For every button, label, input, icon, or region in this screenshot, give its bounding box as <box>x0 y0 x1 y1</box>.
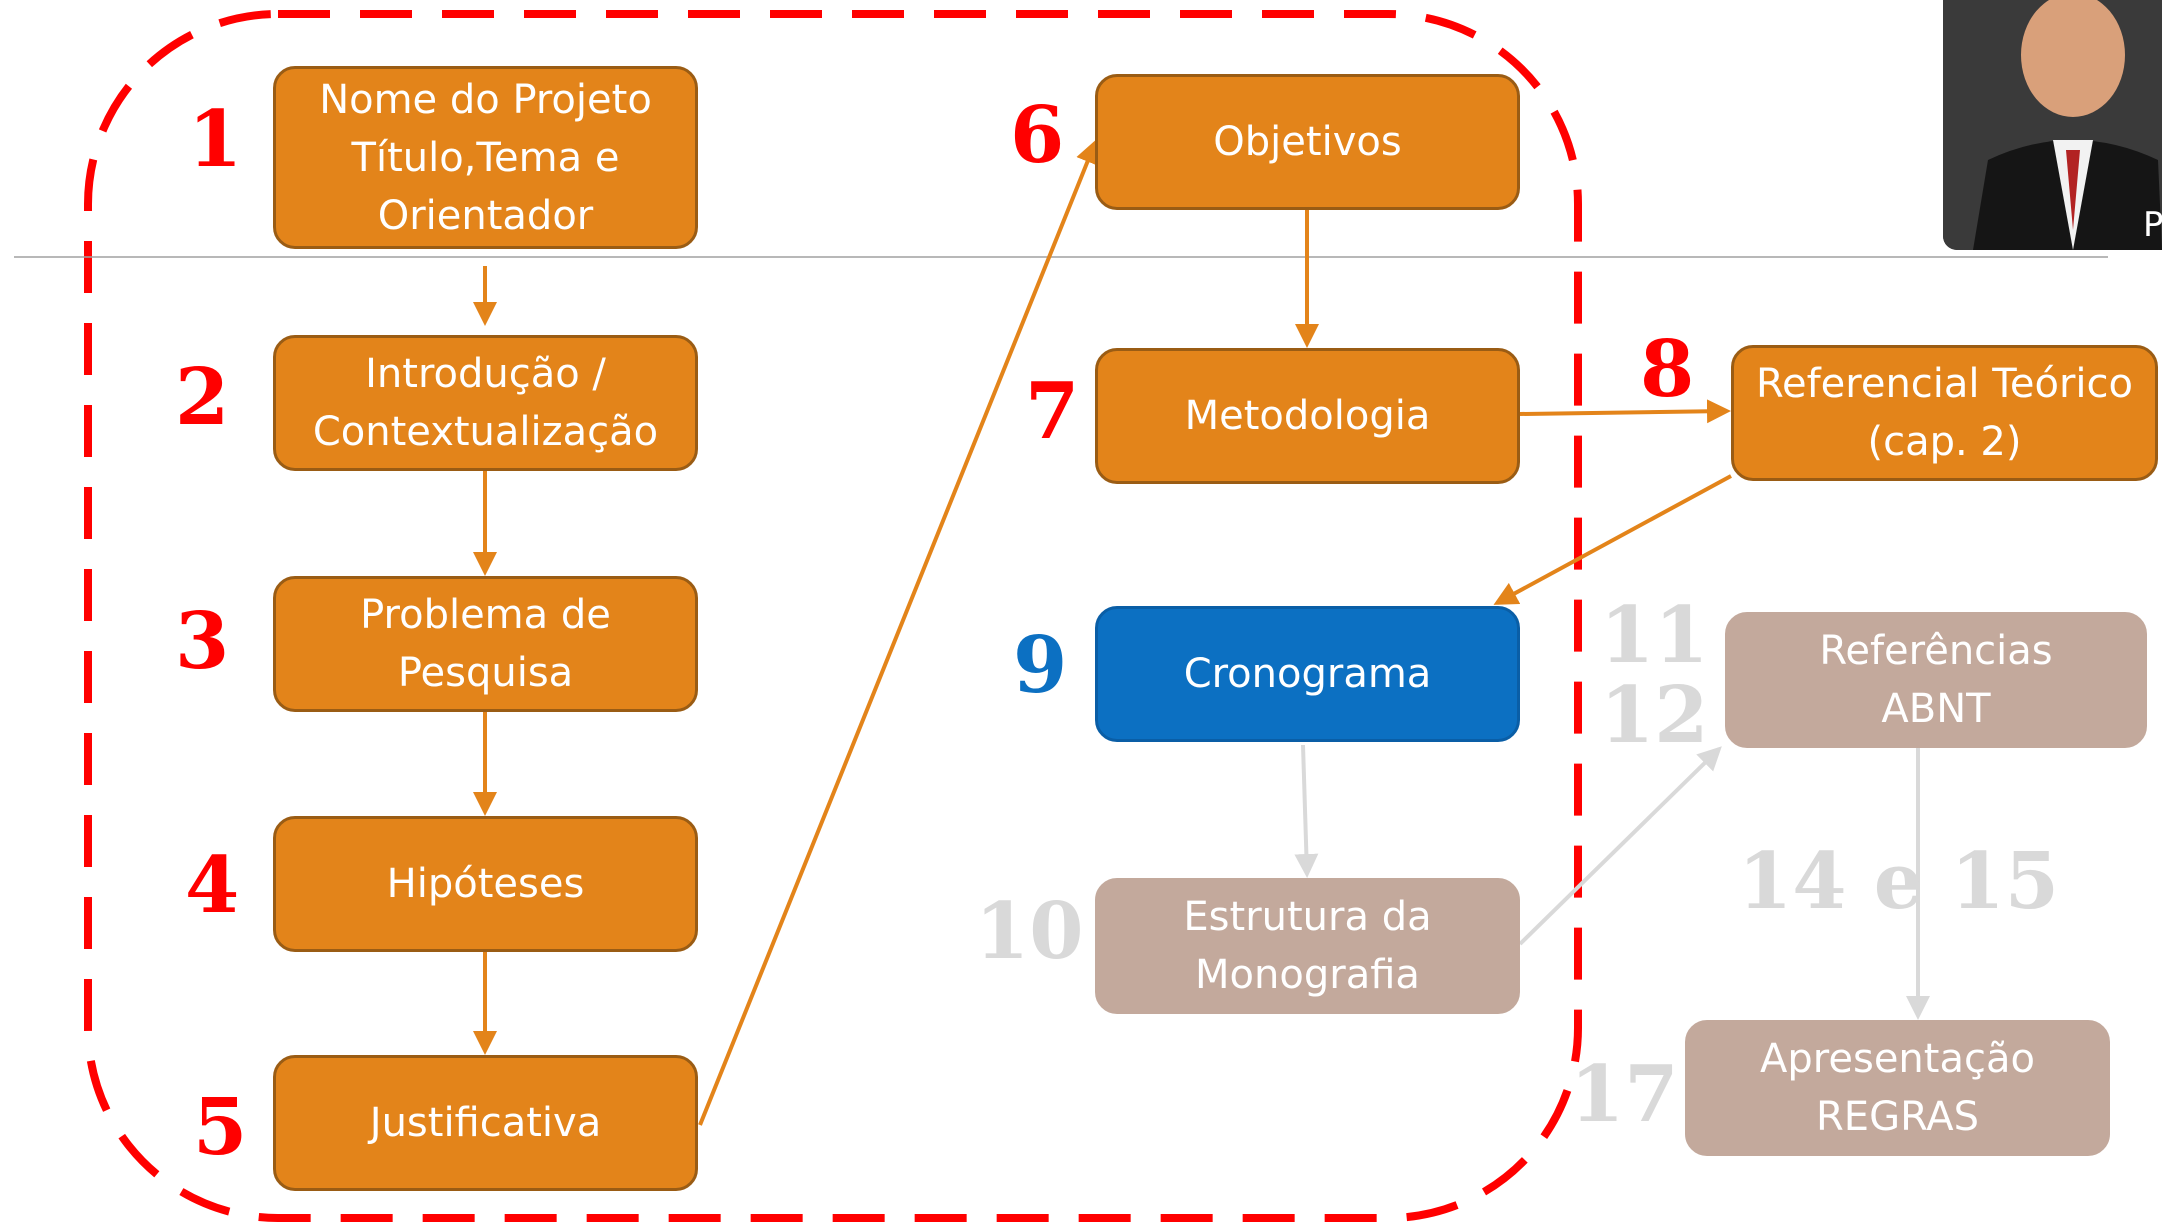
step-number-s5: 5 <box>193 1082 248 1173</box>
step-box-s5: Justificativa <box>273 1055 698 1191</box>
step-box-s1: Nome do Projeto Título,Tema e Orientador <box>273 66 698 249</box>
arrow-s8-s9 <box>1493 474 1732 605</box>
step-box-s2: Introdução / Contextualização <box>273 335 698 471</box>
edges-layer <box>473 139 1930 1126</box>
arrow-s7-s8 <box>1519 399 1731 424</box>
step-number-s17: 17 <box>1570 1049 1679 1140</box>
step-number-s7: 7 <box>1025 366 1080 457</box>
step-number-s3: 3 <box>175 596 230 687</box>
step-box-s10: Estrutura da Monografia <box>1095 878 1520 1014</box>
red-dashed-group-boundary <box>84 10 1582 1222</box>
step-number-s11: 11 12 <box>1600 590 1709 761</box>
arrow-s10-s11 <box>1518 746 1722 946</box>
step-box-s9: Cronograma <box>1095 606 1520 742</box>
step-number-s8: 8 <box>1640 324 1695 415</box>
arrow-s9-s10 <box>1294 744 1319 878</box>
step-box-s6: Objetivos <box>1095 74 1520 210</box>
step-number-14-e-15: 14 e 15 <box>1738 836 2060 927</box>
step-number-s1: 1 <box>188 94 243 185</box>
step-number-s10: 10 <box>975 886 1084 977</box>
step-number-s2: 2 <box>175 352 230 443</box>
step-box-s11: Referências ABNT <box>1725 612 2147 748</box>
step-number-s9: 9 <box>1013 620 1068 711</box>
step-box-s4: Hipóteses <box>273 816 698 952</box>
presenter-silhouette-icon <box>1943 0 2162 250</box>
step-box-s3: Problema de Pesquisa <box>273 576 698 712</box>
step-box-s17: Apresentação REGRAS <box>1685 1020 2110 1156</box>
photo-caption: P <box>2143 205 2162 245</box>
step-number-s6: 6 <box>1010 90 1065 181</box>
step-box-s8: Referencial Teórico (cap. 2) <box>1731 345 2158 481</box>
step-number-s4: 4 <box>185 840 240 931</box>
arrow-s5-s6 <box>698 139 1099 1126</box>
presenter-photo <box>1943 0 2162 250</box>
step-box-s7: Metodologia <box>1095 348 1520 484</box>
